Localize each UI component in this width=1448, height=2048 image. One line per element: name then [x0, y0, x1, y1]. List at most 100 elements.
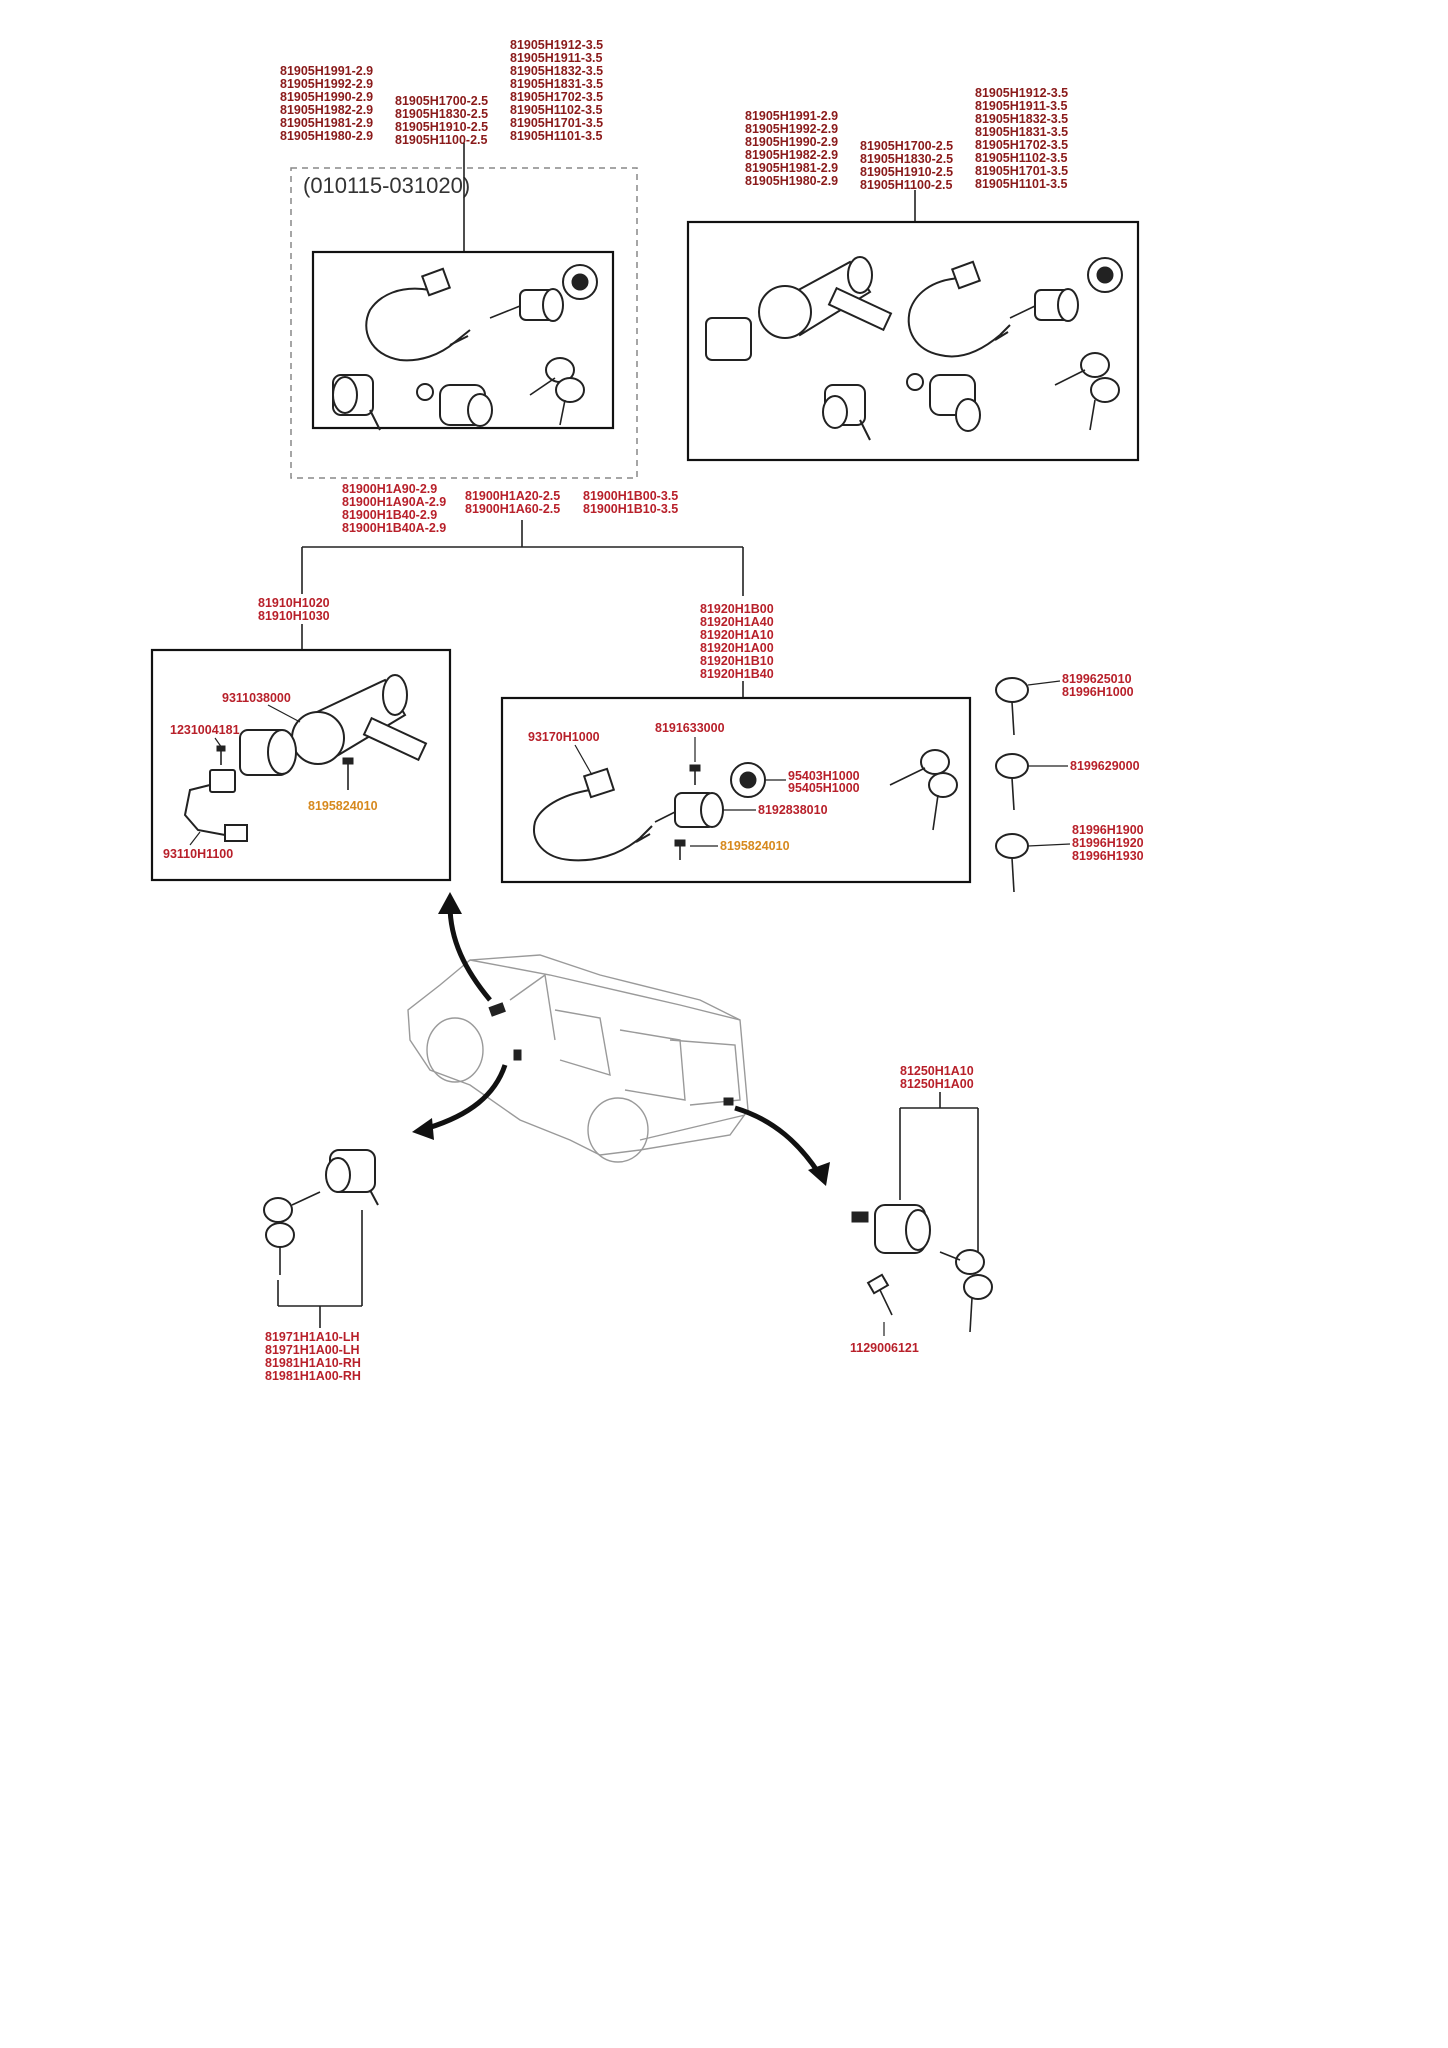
- set-b-c2-3: 81905H1100-2.5: [860, 178, 952, 192]
- set-a-c3-7: 81905H1101-3.5: [510, 129, 602, 143]
- key-1: [995, 677, 1061, 736]
- door-header-2: 81920H1A10: [700, 628, 774, 642]
- lock-set-c1-1: 81900H1A90A-2.9: [342, 495, 446, 509]
- set-b-ignition-cyl: [906, 373, 981, 432]
- lock-set-tree: [301, 520, 744, 596]
- door-keys: [889, 749, 958, 831]
- set-a-c1-5: 81905H1980-2.9: [280, 129, 373, 143]
- tailgate-header: 81250H1A10 81250H1A00: [900, 1064, 974, 1091]
- door-header-0: 81920H1B00: [700, 602, 774, 616]
- arrow-to-tailgate: [734, 1105, 830, 1186]
- set-a-c3-2: 81905H1832-3.5: [510, 64, 603, 78]
- set-b-c3-4: 81905H1702-3.5: [975, 138, 1068, 152]
- set-b-ignition-assembly: [705, 256, 893, 361]
- side-door-labels: 81971H1A10-LH 81971H1A00-LH 81981H1A10-R…: [265, 1330, 361, 1383]
- set-a-c3-4: 81905H1702-3.5: [510, 90, 603, 104]
- set-a-c3-0: 81905H1912-3.5: [510, 38, 603, 52]
- set-a-lock-cylinder: [489, 288, 564, 322]
- door-p-8192838010: 8192838010: [758, 803, 828, 817]
- arrow-to-ignition: [438, 892, 492, 1002]
- set-b-harness: [907, 260, 1011, 358]
- door-p-93170H1000: 93170H1000: [528, 730, 600, 744]
- lock-set-c2-0: 81900H1A20-2.5: [465, 489, 560, 503]
- set-b-cap: [1087, 257, 1123, 293]
- set-a-c1-3: 81905H1982-2.9: [280, 103, 373, 117]
- set-b-c1-5: 81905H1980-2.9: [745, 174, 838, 188]
- tailgate-header-0: 81250H1A10: [900, 1064, 974, 1078]
- set-a-date-range: (010115-031020): [303, 173, 470, 198]
- key-1-label-0: 8199625010: [1062, 672, 1132, 686]
- lock-set-c3-0: 81900H1B00-3.5: [583, 489, 678, 503]
- ignition-header-0: 81910H1020: [258, 596, 330, 610]
- set-a-labels: 81905H1991-2.9 81905H1992-2.9 81905H1990…: [280, 38, 603, 147]
- set-b-c1-2: 81905H1990-2.9: [745, 135, 838, 149]
- door-screw-bottom: [674, 839, 686, 860]
- ignition-p-9311038000: 9311038000: [222, 691, 291, 705]
- door-header-5: 81920H1B40: [700, 667, 774, 681]
- set-a-c2-2: 81905H1910-2.5: [395, 120, 488, 134]
- ignition-screw: [342, 757, 354, 790]
- arrow-to-side-door: [412, 1064, 508, 1140]
- door-p-95403-1: 95405H1000: [788, 781, 860, 795]
- set-a-c3-6: 81905H1701-3.5: [510, 116, 603, 130]
- set-b-keys: [1054, 352, 1120, 431]
- set-b-c3-6: 81905H1701-3.5: [975, 164, 1068, 178]
- ignition-p-1231004181: 1231004181: [170, 723, 240, 737]
- set-b-door-cyl: [822, 384, 871, 441]
- key-3-label-0: 81996H1900: [1072, 823, 1144, 837]
- ignition-p-8195824010: 8195824010: [308, 799, 378, 813]
- set-b-c3-0: 81905H1912-3.5: [975, 86, 1068, 100]
- tailgate-bolt-label: 1129006121: [850, 1341, 919, 1355]
- key-1-label-1: 81996H1000: [1062, 685, 1134, 699]
- set-a-c2-3: 81905H1100-2.5: [395, 133, 487, 147]
- tailgate-bolt: [866, 1273, 893, 1336]
- ignition-p-93110H1100: 93110H1100: [163, 847, 233, 861]
- ignition-screw-small: [216, 745, 226, 765]
- set-a-cap: [562, 264, 598, 300]
- set-a-c1-0: 81905H1991-2.9: [280, 64, 373, 78]
- ignition-header-1: 81910H1030: [258, 609, 330, 623]
- door-screw-top: [689, 764, 701, 785]
- lock-set-c1-3: 81900H1B40A-2.9: [342, 521, 446, 535]
- door-header-4: 81920H1B10: [700, 654, 774, 668]
- set-a-box: [311, 250, 615, 430]
- set-b-c3-7: 81905H1101-3.5: [975, 177, 1067, 191]
- key-2: [995, 753, 1068, 811]
- set-b-c1-4: 81905H1981-2.9: [745, 161, 838, 175]
- side-door-label-2: 81981H1A10-RH: [265, 1356, 361, 1370]
- set-b-c3-1: 81905H1911-3.5: [975, 99, 1067, 113]
- door-p-95403-0: 95403H1000: [788, 769, 860, 783]
- door-lock-box: [500, 696, 972, 884]
- set-a-door-cyl: [332, 374, 381, 431]
- side-door-label-1: 81971H1A00-LH: [265, 1343, 360, 1357]
- set-b-lock-cylinder: [1009, 288, 1079, 322]
- door-header-3: 81920H1A00: [700, 641, 774, 655]
- ignition-box: [150, 648, 452, 882]
- tailgate-cylinder: [851, 1204, 931, 1254]
- key-3: [995, 833, 1071, 893]
- door-p-8195824010: 8195824010: [720, 839, 790, 853]
- set-a-c1-4: 81905H1981-2.9: [280, 116, 373, 130]
- tailgate-tree: [899, 1092, 979, 1255]
- lock-set-c1-2: 81900H1B40-2.9: [342, 508, 437, 522]
- side-door-keys: [263, 1191, 321, 1275]
- side-door-label-0: 81971H1A10-LH: [265, 1330, 360, 1344]
- set-b-c2-1: 81905H1830-2.5: [860, 152, 953, 166]
- ignition-switch-harness: [183, 769, 248, 842]
- lock-set-c1-0: 81900H1A90-2.9: [342, 482, 437, 496]
- door-header-1: 81920H1A40: [700, 615, 774, 629]
- vehicle-lock-points: [488, 1002, 734, 1106]
- door-lock-header: 81920H1B00 81920H1A40 81920H1A10 81920H1…: [700, 602, 774, 681]
- set-b-c1-1: 81905H1992-2.9: [745, 122, 838, 136]
- vehicle-outline: [407, 954, 749, 1163]
- set-a-ignition-cyl: [416, 383, 493, 427]
- set-b-c3-3: 81905H1831-3.5: [975, 125, 1068, 139]
- set-b-c1-0: 81905H1991-2.9: [745, 109, 838, 123]
- side-door-tree: [277, 1210, 363, 1328]
- ignition-leader-93110: [189, 831, 201, 846]
- tailgate-keys: [939, 1249, 993, 1333]
- ignition-housing: [239, 674, 428, 776]
- set-b-labels: 81905H1991-2.9 81905H1992-2.9 81905H1990…: [745, 86, 1068, 192]
